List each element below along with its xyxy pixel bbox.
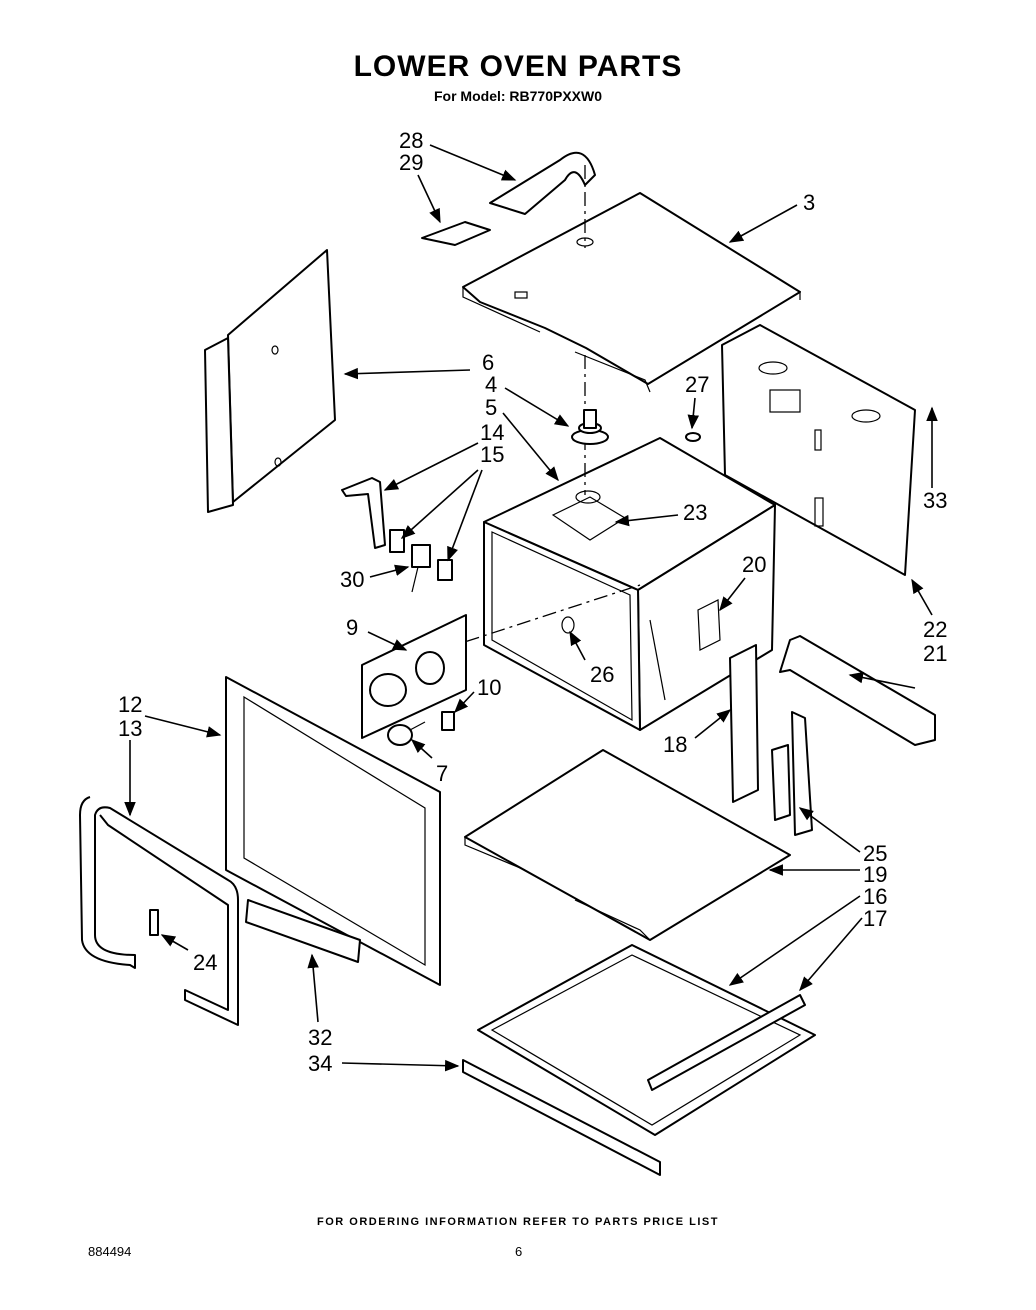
callout-33: 33 bbox=[923, 488, 947, 513]
callout-21: 21 bbox=[923, 641, 947, 666]
callout-30: 30 bbox=[340, 567, 364, 592]
document-number: 884494 bbox=[88, 1244, 132, 1259]
callout-10: 10 bbox=[477, 675, 501, 700]
callout-16: 16 bbox=[863, 884, 887, 909]
front-frame bbox=[225, 676, 441, 986]
callout-5: 5 bbox=[485, 395, 497, 420]
callout-3: 3 bbox=[803, 190, 815, 215]
callout-18: 18 bbox=[663, 732, 687, 757]
callout-12: 12 bbox=[118, 692, 142, 717]
page-number: 6 bbox=[515, 1244, 523, 1259]
callout-23: 23 bbox=[683, 500, 707, 525]
callout-13: 13 bbox=[118, 716, 142, 741]
callout-labels: 28 29 3 6 4 5 27 14 15 23 33 20 30 9 22 … bbox=[118, 128, 947, 1076]
oven-bottom bbox=[464, 749, 791, 941]
vent-strip bbox=[462, 1059, 661, 1176]
leader-lines bbox=[124, 144, 938, 1072]
callout-6: 6 bbox=[482, 350, 494, 375]
model-subtitle: For Model: RB770PXXW0 bbox=[433, 88, 603, 104]
left-side-panel bbox=[204, 249, 336, 513]
callout-25: 25 bbox=[863, 841, 887, 866]
callout-9: 9 bbox=[346, 615, 358, 640]
callout-34: 34 bbox=[308, 1051, 332, 1076]
hinges-and-rail bbox=[729, 635, 936, 836]
callout-22: 22 bbox=[923, 617, 947, 642]
callout-14: 14 bbox=[480, 420, 504, 445]
callout-32: 32 bbox=[308, 1025, 332, 1050]
door-gasket bbox=[79, 796, 239, 1026]
rear-panel bbox=[721, 324, 916, 576]
callout-17: 17 bbox=[863, 906, 887, 931]
callout-27: 27 bbox=[685, 372, 709, 397]
oven-rack bbox=[477, 944, 816, 1136]
page-title: LOWER OVEN PARTS bbox=[353, 50, 683, 83]
top-panel bbox=[462, 192, 801, 393]
callout-15: 15 bbox=[480, 442, 504, 467]
callout-19: 19 bbox=[863, 862, 887, 887]
centerlines bbox=[439, 165, 641, 651]
light-assembly bbox=[361, 614, 467, 746]
callout-26: 26 bbox=[590, 662, 614, 687]
callout-20: 20 bbox=[742, 552, 766, 577]
callout-28: 28 bbox=[399, 128, 423, 153]
callout-7: 7 bbox=[436, 761, 448, 786]
oven-cavity bbox=[483, 437, 776, 731]
callout-24: 24 bbox=[193, 950, 217, 975]
ordering-footer: FOR ORDERING INFORMATION REFER TO PARTS … bbox=[317, 1216, 719, 1228]
small-parts bbox=[341, 409, 701, 593]
callout-4: 4 bbox=[485, 372, 497, 397]
callout-29: 29 bbox=[399, 150, 423, 175]
